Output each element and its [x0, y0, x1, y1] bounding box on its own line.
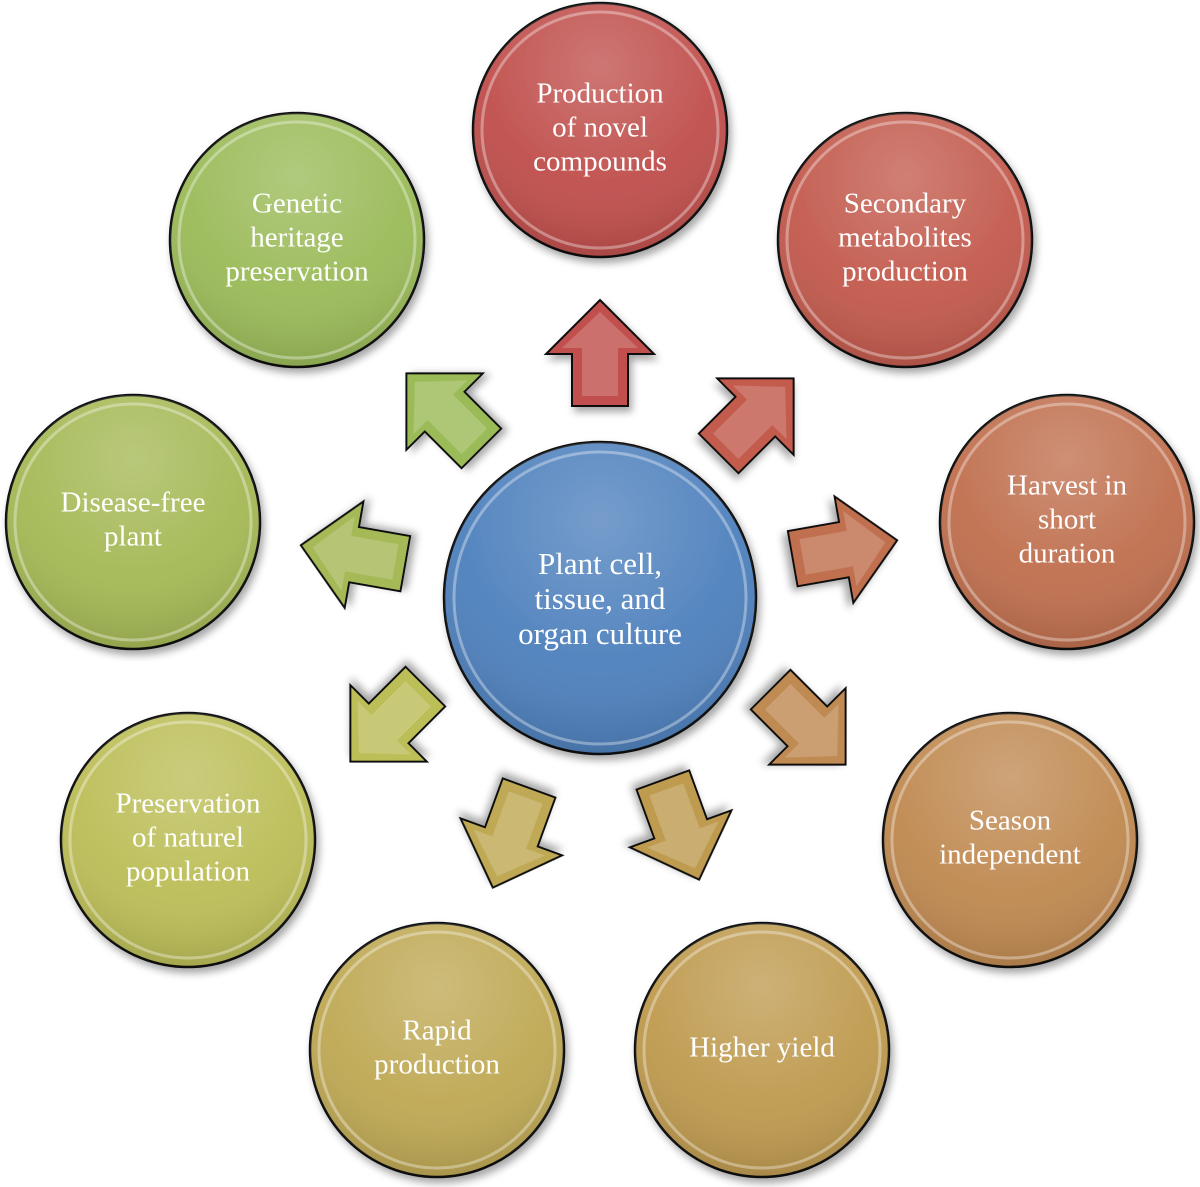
- node-label-line: metabolites: [838, 222, 972, 254]
- node-gloss: [61, 713, 315, 967]
- node-label-line: Harvest in: [1007, 470, 1127, 502]
- arrow-novel-compounds: [543, 298, 657, 407]
- node-label-line: compounds: [533, 146, 667, 178]
- center-node: Plant cell, tissue, and organ culture: [442, 440, 758, 756]
- node-label-line: Production: [536, 78, 664, 110]
- node-rim: [317, 930, 557, 1170]
- node-label-line: Disease-free: [61, 487, 206, 519]
- node-label-line: Rapid: [402, 1015, 472, 1047]
- node-label-line: Season: [969, 805, 1052, 837]
- center-label-line-1: Plant cell,: [538, 546, 662, 581]
- center-label-line-2: tissue, and: [535, 581, 666, 616]
- node-label-line: population: [126, 856, 251, 888]
- node-gloss: [940, 395, 1194, 649]
- node-label-line: of naturel: [132, 822, 244, 854]
- node-gloss: [473, 3, 727, 257]
- node-rim: [642, 930, 882, 1170]
- node-rim: [480, 10, 720, 250]
- arrow-disease-free: [299, 499, 412, 611]
- arrow-gloss: [473, 791, 545, 877]
- node-label-line: production: [374, 1049, 500, 1081]
- node-rim: [890, 720, 1130, 960]
- node-rim: [177, 120, 417, 360]
- node-rim: [785, 120, 1025, 360]
- center-circle-rim: [452, 450, 748, 746]
- node-label-line: Secondary: [844, 188, 967, 220]
- arrow-harvest-short: [786, 494, 899, 606]
- node-gloss: [6, 395, 260, 649]
- node-label-line: Genetic: [252, 188, 342, 220]
- arrow-gloss: [357, 680, 432, 755]
- arrow-gloss: [413, 380, 488, 455]
- arrow-higher-yield: [627, 769, 734, 881]
- node-label-line: duration: [1019, 538, 1116, 570]
- arrow-secondary-metabolites: [697, 377, 795, 475]
- node-gloss: [778, 113, 1032, 367]
- arrow-gloss: [712, 385, 787, 460]
- node-label-line: of novel: [552, 112, 648, 144]
- node-label-line: production: [842, 256, 968, 288]
- center-circle-gloss: [444, 442, 756, 754]
- node-label-line: plant: [104, 521, 162, 553]
- arrow-gloss: [764, 683, 839, 758]
- node-label-line: heritage: [250, 222, 343, 254]
- node-rim: [13, 402, 253, 642]
- arrow-natural-population: [349, 665, 447, 763]
- node-gloss: [883, 713, 1137, 967]
- arrow-gloss: [312, 516, 399, 592]
- node-label-line: Higher yield: [689, 1032, 835, 1064]
- node-label-line: preservation: [225, 256, 369, 288]
- center-label-line-3: organ culture: [518, 616, 682, 651]
- node-higher-yield: Higher yield: [633, 921, 891, 1179]
- node-label-line: Preservation: [116, 788, 261, 820]
- arrows-layer: [299, 298, 899, 889]
- arrow-gloss: [799, 511, 886, 587]
- node-gloss: [635, 923, 889, 1177]
- node-label-line: independent: [939, 839, 1081, 871]
- arrow-genetic-heritage: [405, 372, 503, 470]
- node-rim: [68, 720, 308, 960]
- node-gloss: [310, 923, 564, 1177]
- arrow-gloss: [647, 783, 719, 869]
- node-rim: [947, 402, 1187, 642]
- arrow-gloss: [562, 312, 638, 396]
- arrow-rapid-production: [458, 777, 565, 889]
- node-gloss: [170, 113, 424, 367]
- arrow-season-independent: [749, 668, 847, 766]
- node-label-line: short: [1038, 504, 1096, 536]
